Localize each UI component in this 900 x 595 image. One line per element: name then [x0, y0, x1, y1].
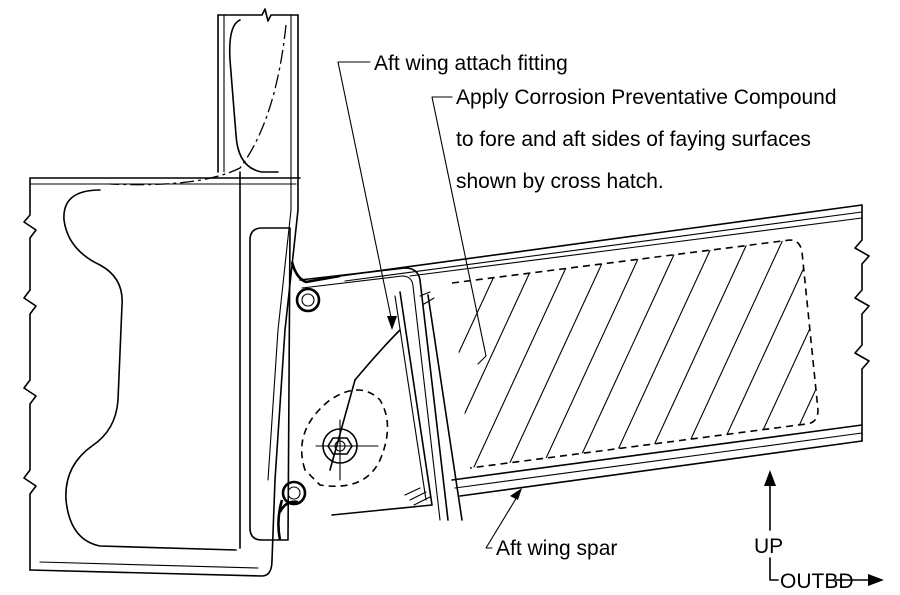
hatch-line: [603, 240, 725, 468]
hatch-line: [671, 240, 793, 468]
label-compound-line-2: to fore and aft sides of faying surfaces: [456, 128, 811, 151]
up-arrow-icon: [764, 470, 776, 486]
hatch-line: [637, 240, 759, 468]
hatch-line: [876, 220, 900, 480]
hatch-line: [501, 240, 623, 468]
hatch-line: [569, 240, 691, 468]
hatch-line: [452, 240, 555, 468]
outboard-arrow-icon: [868, 574, 884, 586]
label-compound-line-3: shown by cross hatch.: [456, 170, 664, 193]
hatch-line: [467, 240, 589, 468]
hatch-line: [773, 240, 818, 468]
hatch-line: [807, 240, 818, 468]
leader-lines: [337, 61, 522, 549]
orientation-indicator: [764, 470, 884, 586]
label-compound-line-1: Apply Corrosion Preventative Compound: [456, 86, 837, 109]
label-aft-wing-spar: Aft wing spar: [496, 537, 617, 560]
aft-wing-spar: [339, 204, 870, 521]
faying-surface-hatch: [451, 220, 900, 480]
fuselage-bulkhead: [23, 8, 301, 577]
hatch-line: [842, 220, 900, 480]
label-up: UP: [754, 535, 783, 558]
lower-attach-lug: [277, 480, 307, 541]
upper-attach-lug: [290, 261, 341, 313]
label-aft-wing-attach-fitting: Aft wing attach fitting: [374, 52, 568, 75]
aft-wing-attach-fitting: [299, 267, 449, 521]
label-outboard: OUTBD: [780, 570, 854, 593]
hatch-line: [705, 240, 818, 468]
hatch-line: [535, 240, 657, 468]
